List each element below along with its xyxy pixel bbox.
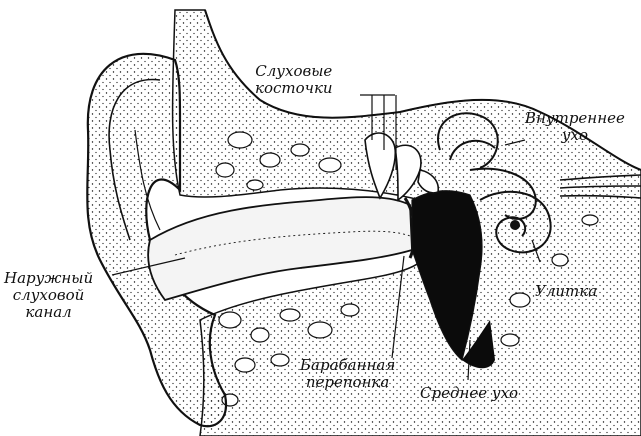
label-ossicles-line-1: Слуховые xyxy=(255,63,333,80)
label-inner-ear: Внутреннее ухо xyxy=(525,110,625,144)
label-outer-canal-line-1: Наружный xyxy=(4,270,93,287)
label-eardrum: Барабанная перепонка xyxy=(300,357,395,391)
label-middle-ear: Среднее ухо xyxy=(420,385,518,402)
label-eardrum-line-2: перепонка xyxy=(300,374,395,391)
label-outer-canal-line-2: слуховой xyxy=(4,287,93,304)
label-outer-canal: Наружный слуховой канал xyxy=(4,270,93,321)
label-ossicles-line-2: косточки xyxy=(255,80,333,97)
label-inner-ear-line-1: Внутреннее xyxy=(525,110,625,127)
label-cochlea: Улитка xyxy=(535,283,597,300)
label-outer-canal-line-3: канал xyxy=(4,304,93,321)
label-inner-ear-line-2: ухо xyxy=(525,127,625,144)
label-ossicles: Слуховые косточки xyxy=(255,63,333,97)
label-eardrum-line-1: Барабанная xyxy=(300,357,395,374)
